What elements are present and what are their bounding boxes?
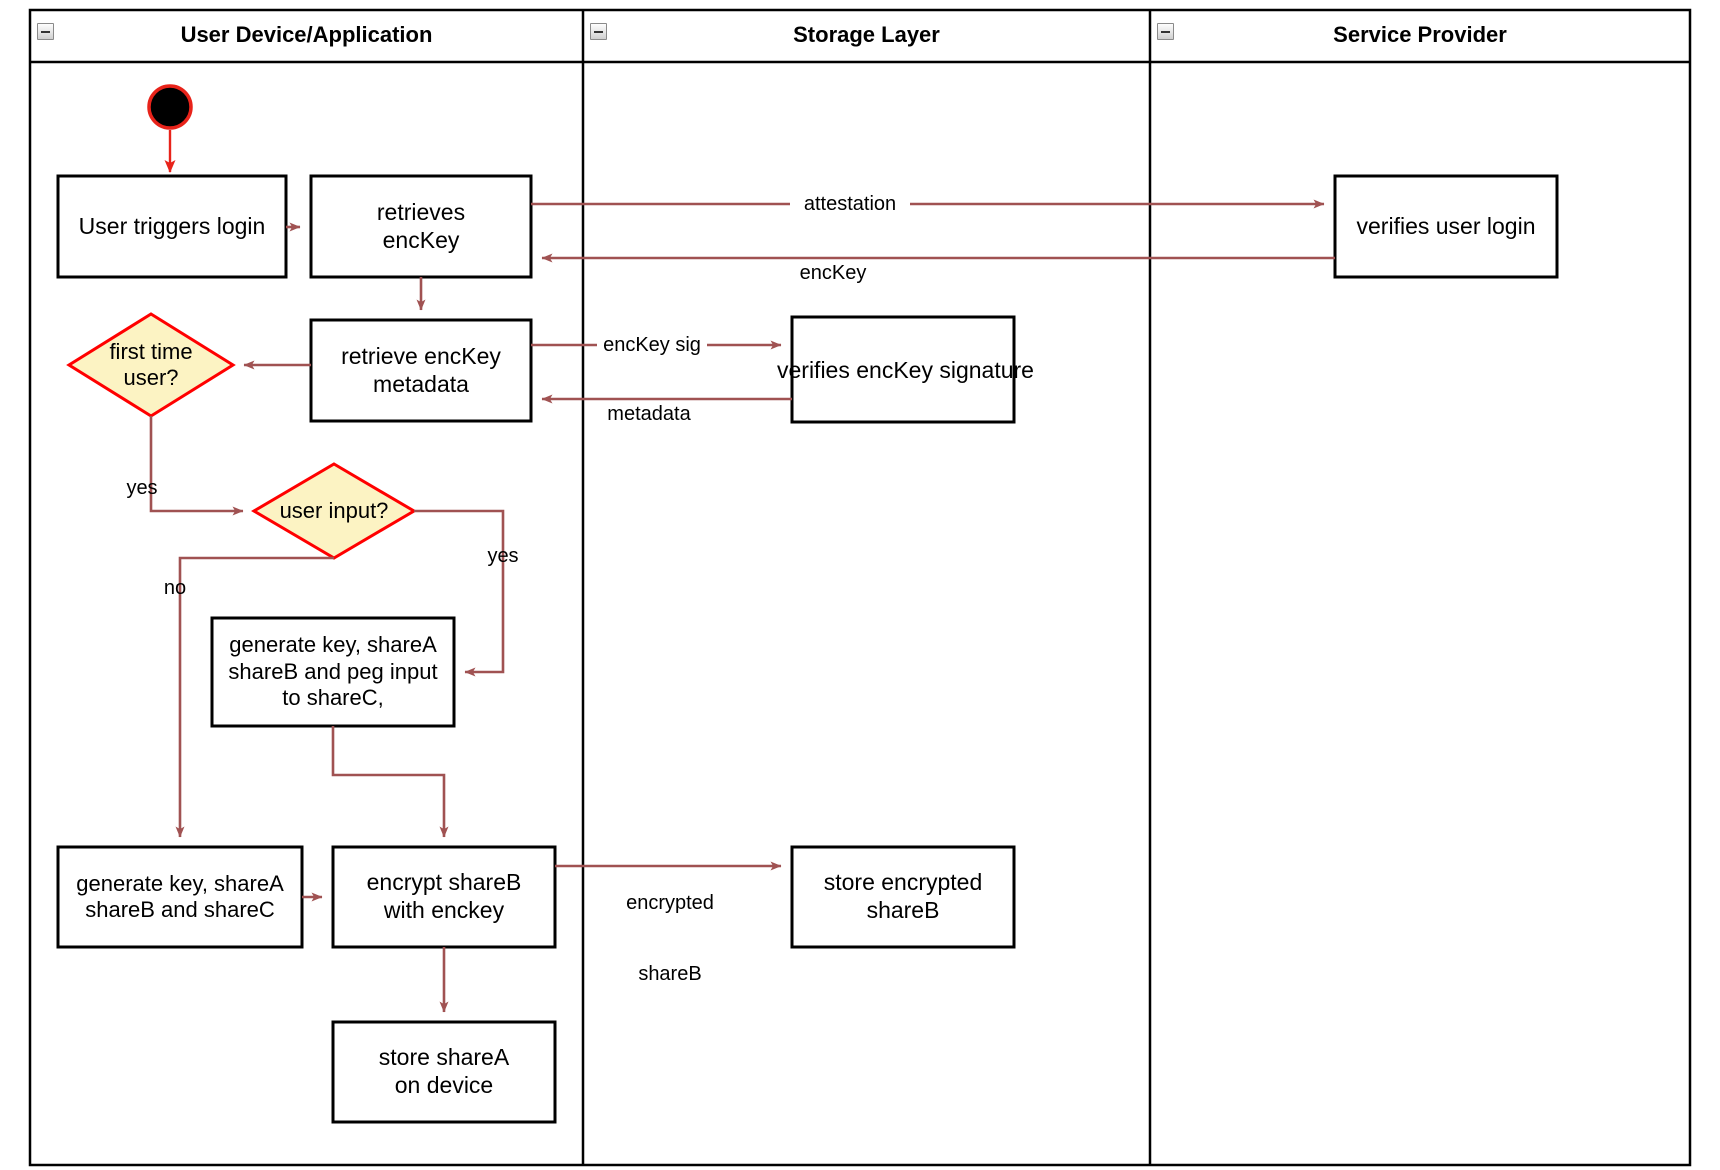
edge-userinput-no (175, 556, 334, 838)
node-verifies-enckey-signature (790, 315, 1016, 424)
node-verifies-user-login (1333, 174, 1559, 279)
edge-userinput-yes (414, 509, 505, 677)
collapse-minus-icon-lane-1[interactable] (37, 23, 54, 40)
node-retrieves-enckey (309, 174, 533, 279)
node-shapes (56, 174, 1559, 1124)
node-generate-key-peg (210, 616, 456, 728)
lane-header-storage: Storage Layer (793, 22, 940, 47)
node-store-encrypted-shareb (790, 845, 1016, 949)
lane-header-user-device: User Device/Application (180, 22, 433, 47)
lane-header-service-provider: Service Provider (1333, 22, 1507, 47)
collapse-minus-icon-lane-3[interactable] (1157, 23, 1174, 40)
node-generate-key-sharec (56, 845, 304, 949)
node-user-triggers-login (56, 174, 288, 279)
initial-node (147, 84, 193, 173)
node-retrieve-enckey-metadata (309, 318, 533, 423)
edge-firsttime-yes (149, 416, 244, 516)
collapse-minus-icon-lane-2[interactable] (590, 23, 607, 40)
edges (149, 199, 1335, 1013)
edge-peg-encrypt (331, 726, 449, 838)
node-encrypt-shareb (331, 845, 557, 949)
node-label-verifies-enckey-signature: verifies encKey signature (777, 357, 1034, 383)
node-store-sharea (331, 1020, 557, 1124)
